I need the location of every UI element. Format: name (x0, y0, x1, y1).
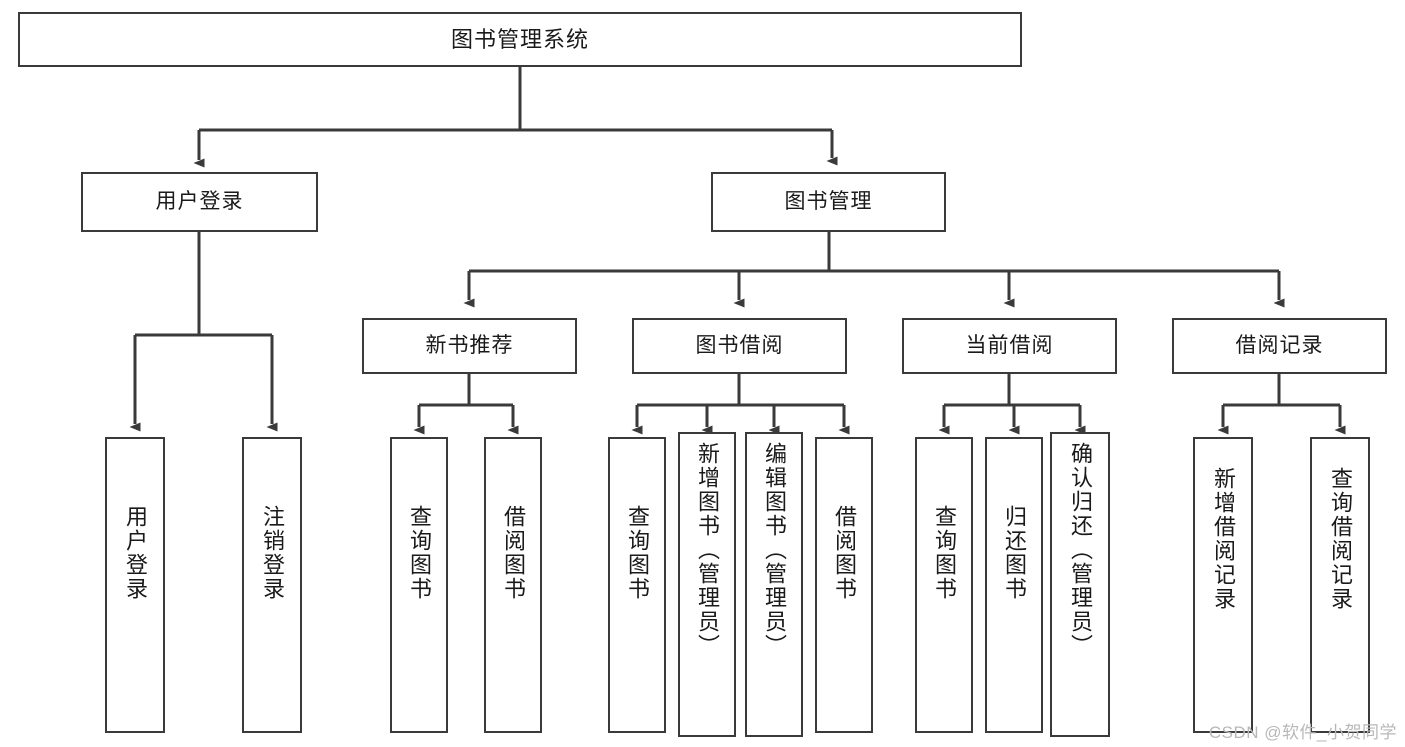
node-label: 图书管理系统 (450, 26, 589, 52)
node-label: 新增图书（管理员） (695, 442, 720, 658)
node-root-system[interactable]: 图书管理系统 (18, 12, 1022, 67)
node-new-book-recommend[interactable]: 新书推荐 (362, 318, 577, 374)
node-leaf-query-book-2[interactable]: 查询图书 (608, 437, 666, 733)
node-leaf-confirm-return[interactable]: 确认归还（管理员） (1050, 432, 1110, 737)
node-leaf-query-book-3[interactable]: 查询图书 (915, 437, 973, 733)
node-leaf-return-book[interactable]: 归还图书 (985, 437, 1043, 733)
node-borrow-record[interactable]: 借阅记录 (1172, 318, 1387, 374)
node-leaf-borrow-book-1[interactable]: 借阅图书 (484, 437, 542, 733)
node-label: 用户登录 (155, 190, 244, 214)
node-label: 查询借阅记录 (1328, 467, 1353, 611)
node-label: 用户登录 (123, 505, 148, 601)
node-label: 确认归还（管理员） (1068, 442, 1093, 658)
node-leaf-add-book[interactable]: 新增图书（管理员） (678, 432, 736, 737)
node-label: 借阅图书 (501, 505, 526, 601)
node-label: 查询图书 (625, 505, 650, 601)
node-label: 注销登录 (260, 505, 285, 601)
node-label: 查询图书 (407, 505, 432, 601)
node-label: 查询图书 (932, 505, 957, 601)
node-user-login[interactable]: 用户登录 (81, 172, 318, 232)
node-leaf-borrow-book-2[interactable]: 借阅图书 (815, 437, 873, 733)
node-leaf-add-record[interactable]: 新增借阅记录 (1193, 437, 1253, 733)
node-leaf-query-record[interactable]: 查询借阅记录 (1310, 437, 1370, 733)
node-leaf-edit-book[interactable]: 编辑图书（管理员） (745, 432, 803, 737)
node-label: 借阅图书 (832, 505, 857, 601)
node-label: 借阅记录 (1235, 334, 1324, 358)
node-current-borrow[interactable]: 当前借阅 (902, 318, 1117, 374)
node-label: 当前借阅 (965, 334, 1054, 358)
node-label: 归还图书 (1002, 505, 1027, 601)
node-label: 新增借阅记录 (1211, 467, 1236, 611)
node-book-management[interactable]: 图书管理 (711, 172, 946, 232)
node-label: 新书推荐 (425, 334, 514, 358)
node-book-borrow[interactable]: 图书借阅 (632, 318, 847, 374)
node-label: 编辑图书（管理员） (762, 442, 787, 658)
watermark-text: CSDN @软件_小贺同学 (1208, 723, 1397, 742)
node-label: 图书管理 (784, 190, 873, 214)
node-leaf-query-book-1[interactable]: 查询图书 (390, 437, 448, 733)
node-label: 图书借阅 (695, 334, 784, 358)
node-leaf-logout[interactable]: 注销登录 (242, 437, 302, 733)
node-leaf-user-login[interactable]: 用户登录 (105, 437, 165, 733)
